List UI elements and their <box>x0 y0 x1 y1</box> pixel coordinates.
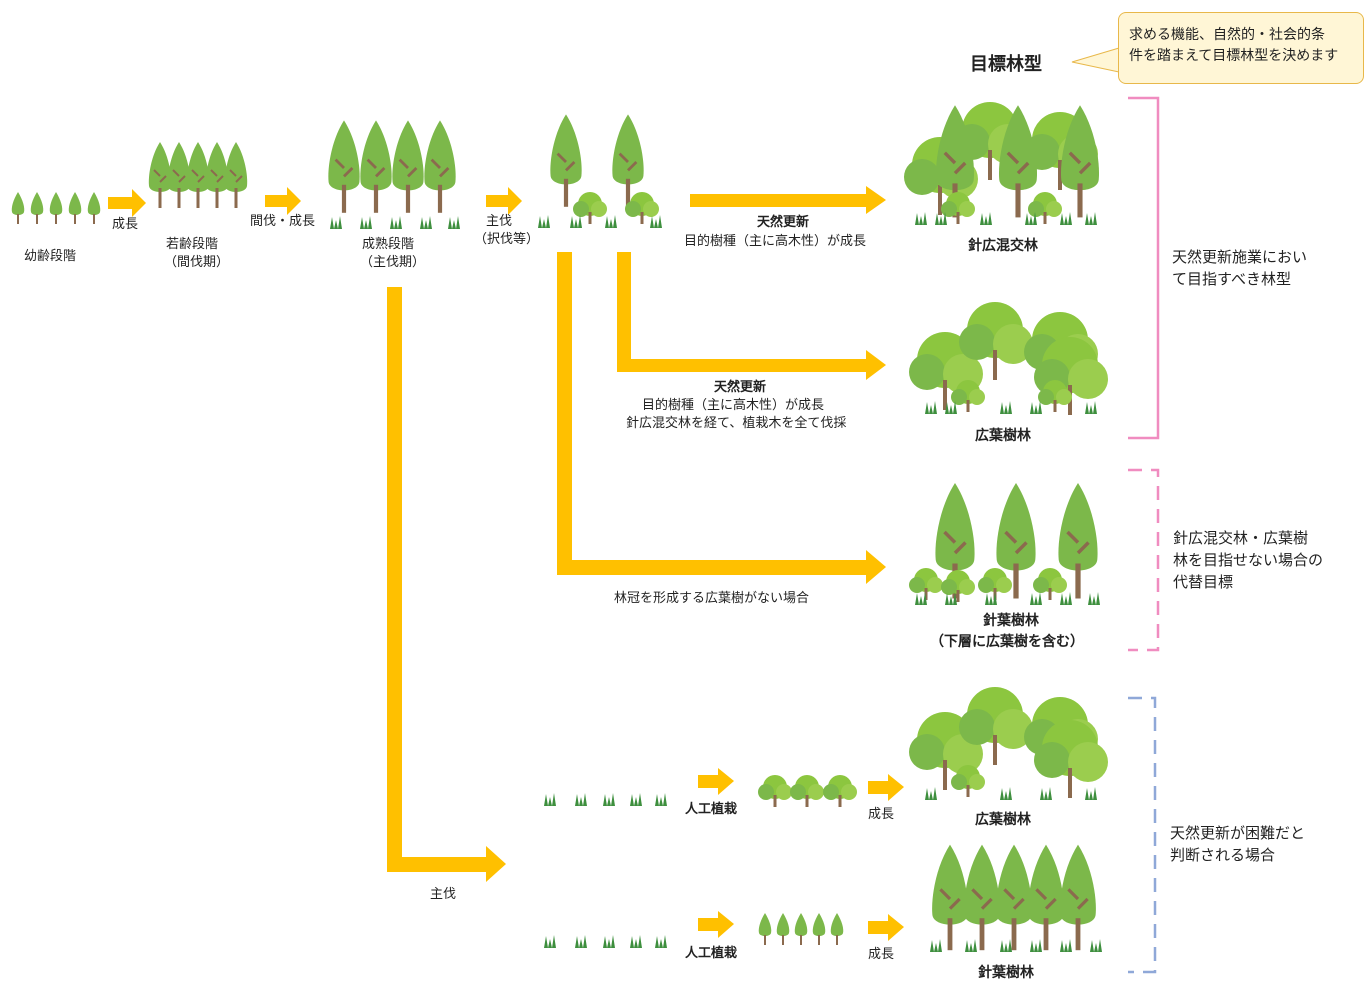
stage-mature-label: 成熟段階 <box>362 237 415 252</box>
pink-dashed-note-line-2: 林を目指せない場合の <box>1173 551 1324 569</box>
target-conifer-label: 針葉樹林 <box>983 613 1039 629</box>
pink-dashed-note-line-3: 代替目標 <box>1173 573 1234 591</box>
arrow-harvest-sub: （択伐等） <box>474 232 540 247</box>
immature-trees <box>147 141 249 209</box>
mixed-forest-illustration <box>904 102 1101 225</box>
target-heading: 目標林型 <box>970 54 1042 75</box>
pink-note-line-2: て目指すべき林型 <box>1172 270 1291 288</box>
target-conifer-planted-label: 針葉樹林 <box>978 965 1034 981</box>
path2-desc-1: 目的樹種（主に高木性）が成長 <box>642 398 825 413</box>
callout-box: 求める機能、自然的・社会的条 件を踏まえて目標林型を決めます <box>1118 12 1364 84</box>
path2-desc-2: 針広混交林を経て、植栽木を全て伐採 <box>626 416 847 431</box>
arrow-thin-growth-label: 間伐・成長 <box>250 214 316 229</box>
harvested-stand <box>538 113 662 228</box>
mature-trees <box>326 118 460 229</box>
callout-line-1: 求める機能、自然的・社会的条 <box>1129 27 1325 43</box>
path1-title: 天然更新 <box>757 215 810 230</box>
pink-note-line-1: 天然更新施業におい <box>1172 248 1308 266</box>
planting-label-2: 人工植栽 <box>685 946 738 961</box>
growth-label-2: 成長 <box>868 947 895 962</box>
planted-broadleaf-row <box>544 687 1108 807</box>
arrow-harvest-label: 主伐 <box>486 214 513 229</box>
planted-conifer-row <box>544 843 1102 952</box>
blue-dashed-bracket <box>1128 696 1157 974</box>
final-harvest-label: 主伐 <box>430 887 457 902</box>
arrow-growth-label: 成長 <box>112 217 139 232</box>
arrow-to-broadleaf-forest <box>617 252 886 380</box>
arrow-to-mixed-forest <box>690 186 886 214</box>
target-mixed-label: 針広混交林 <box>968 238 1038 254</box>
stage-immature-label: 若齢段階 <box>166 237 219 252</box>
path2-title: 天然更新 <box>714 380 767 395</box>
callout-line-2: 件を踏まえて目標林型を決めます <box>1129 48 1339 64</box>
arrow-immature-to-mature <box>265 187 301 215</box>
broadleaf-forest-illustration <box>909 302 1108 415</box>
blue-note-line-1: 天然更新が困難だと <box>1170 824 1306 842</box>
arrow-mature-to-harvest <box>486 187 522 215</box>
pink-note: 天然更新施業におい て目指すべき林型 <box>1172 246 1307 290</box>
target-broadleaf-label: 広葉樹林 <box>975 428 1031 444</box>
stage-mature-sub: （主伐期） <box>360 255 426 270</box>
blue-note: 天然更新が困難だと 判断される場合 <box>1170 822 1305 866</box>
stage-young-label: 幼齢段階 <box>24 249 77 264</box>
arrow-to-conifer-forest <box>557 252 886 584</box>
callout-pointer <box>1071 47 1120 73</box>
growth-label-1: 成長 <box>868 807 895 822</box>
arrow-final-harvest <box>387 287 506 882</box>
stage-immature-sub: （間伐期） <box>164 255 230 270</box>
target-broadleaf-planted-label: 広葉樹林 <box>975 812 1031 828</box>
arrow-young-to-immature <box>108 189 146 217</box>
blue-note-line-2: 判断される場合 <box>1170 846 1276 864</box>
path1-desc: 目的樹種（主に高木性）が成長 <box>684 234 867 249</box>
path3-desc: 林冠を形成する広葉樹がない場合 <box>614 591 810 606</box>
young-trees <box>11 192 101 224</box>
pink-dashed-note-line-1: 針広混交林・広葉樹 <box>1173 529 1309 547</box>
conifer-forest-illustration <box>909 481 1100 605</box>
planting-label-1: 人工植栽 <box>685 802 738 817</box>
pink-dashed-note: 針広混交林・広葉樹 林を目指せない場合の 代替目標 <box>1173 527 1323 593</box>
pink-dashed-bracket <box>1128 468 1160 652</box>
target-conifer-sub: （下層に広葉樹を含む） <box>930 634 1084 650</box>
pink-solid-bracket <box>1128 96 1160 440</box>
